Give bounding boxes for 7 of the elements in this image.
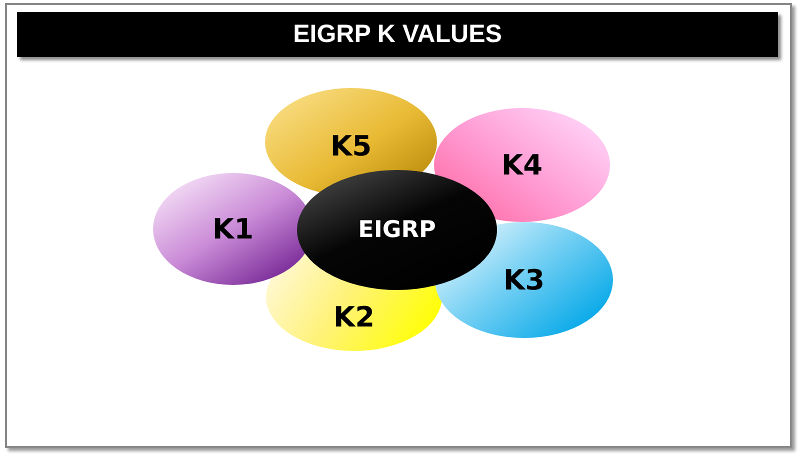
node-label: K2	[333, 300, 375, 334]
node-label: K5	[330, 130, 372, 162]
node-label: K4	[501, 148, 543, 182]
node-label: K3	[503, 264, 545, 296]
node-label: K1	[212, 212, 254, 246]
node-label: EIGRP	[358, 217, 436, 243]
title-bar: EIGRP K VALUES	[17, 12, 778, 57]
